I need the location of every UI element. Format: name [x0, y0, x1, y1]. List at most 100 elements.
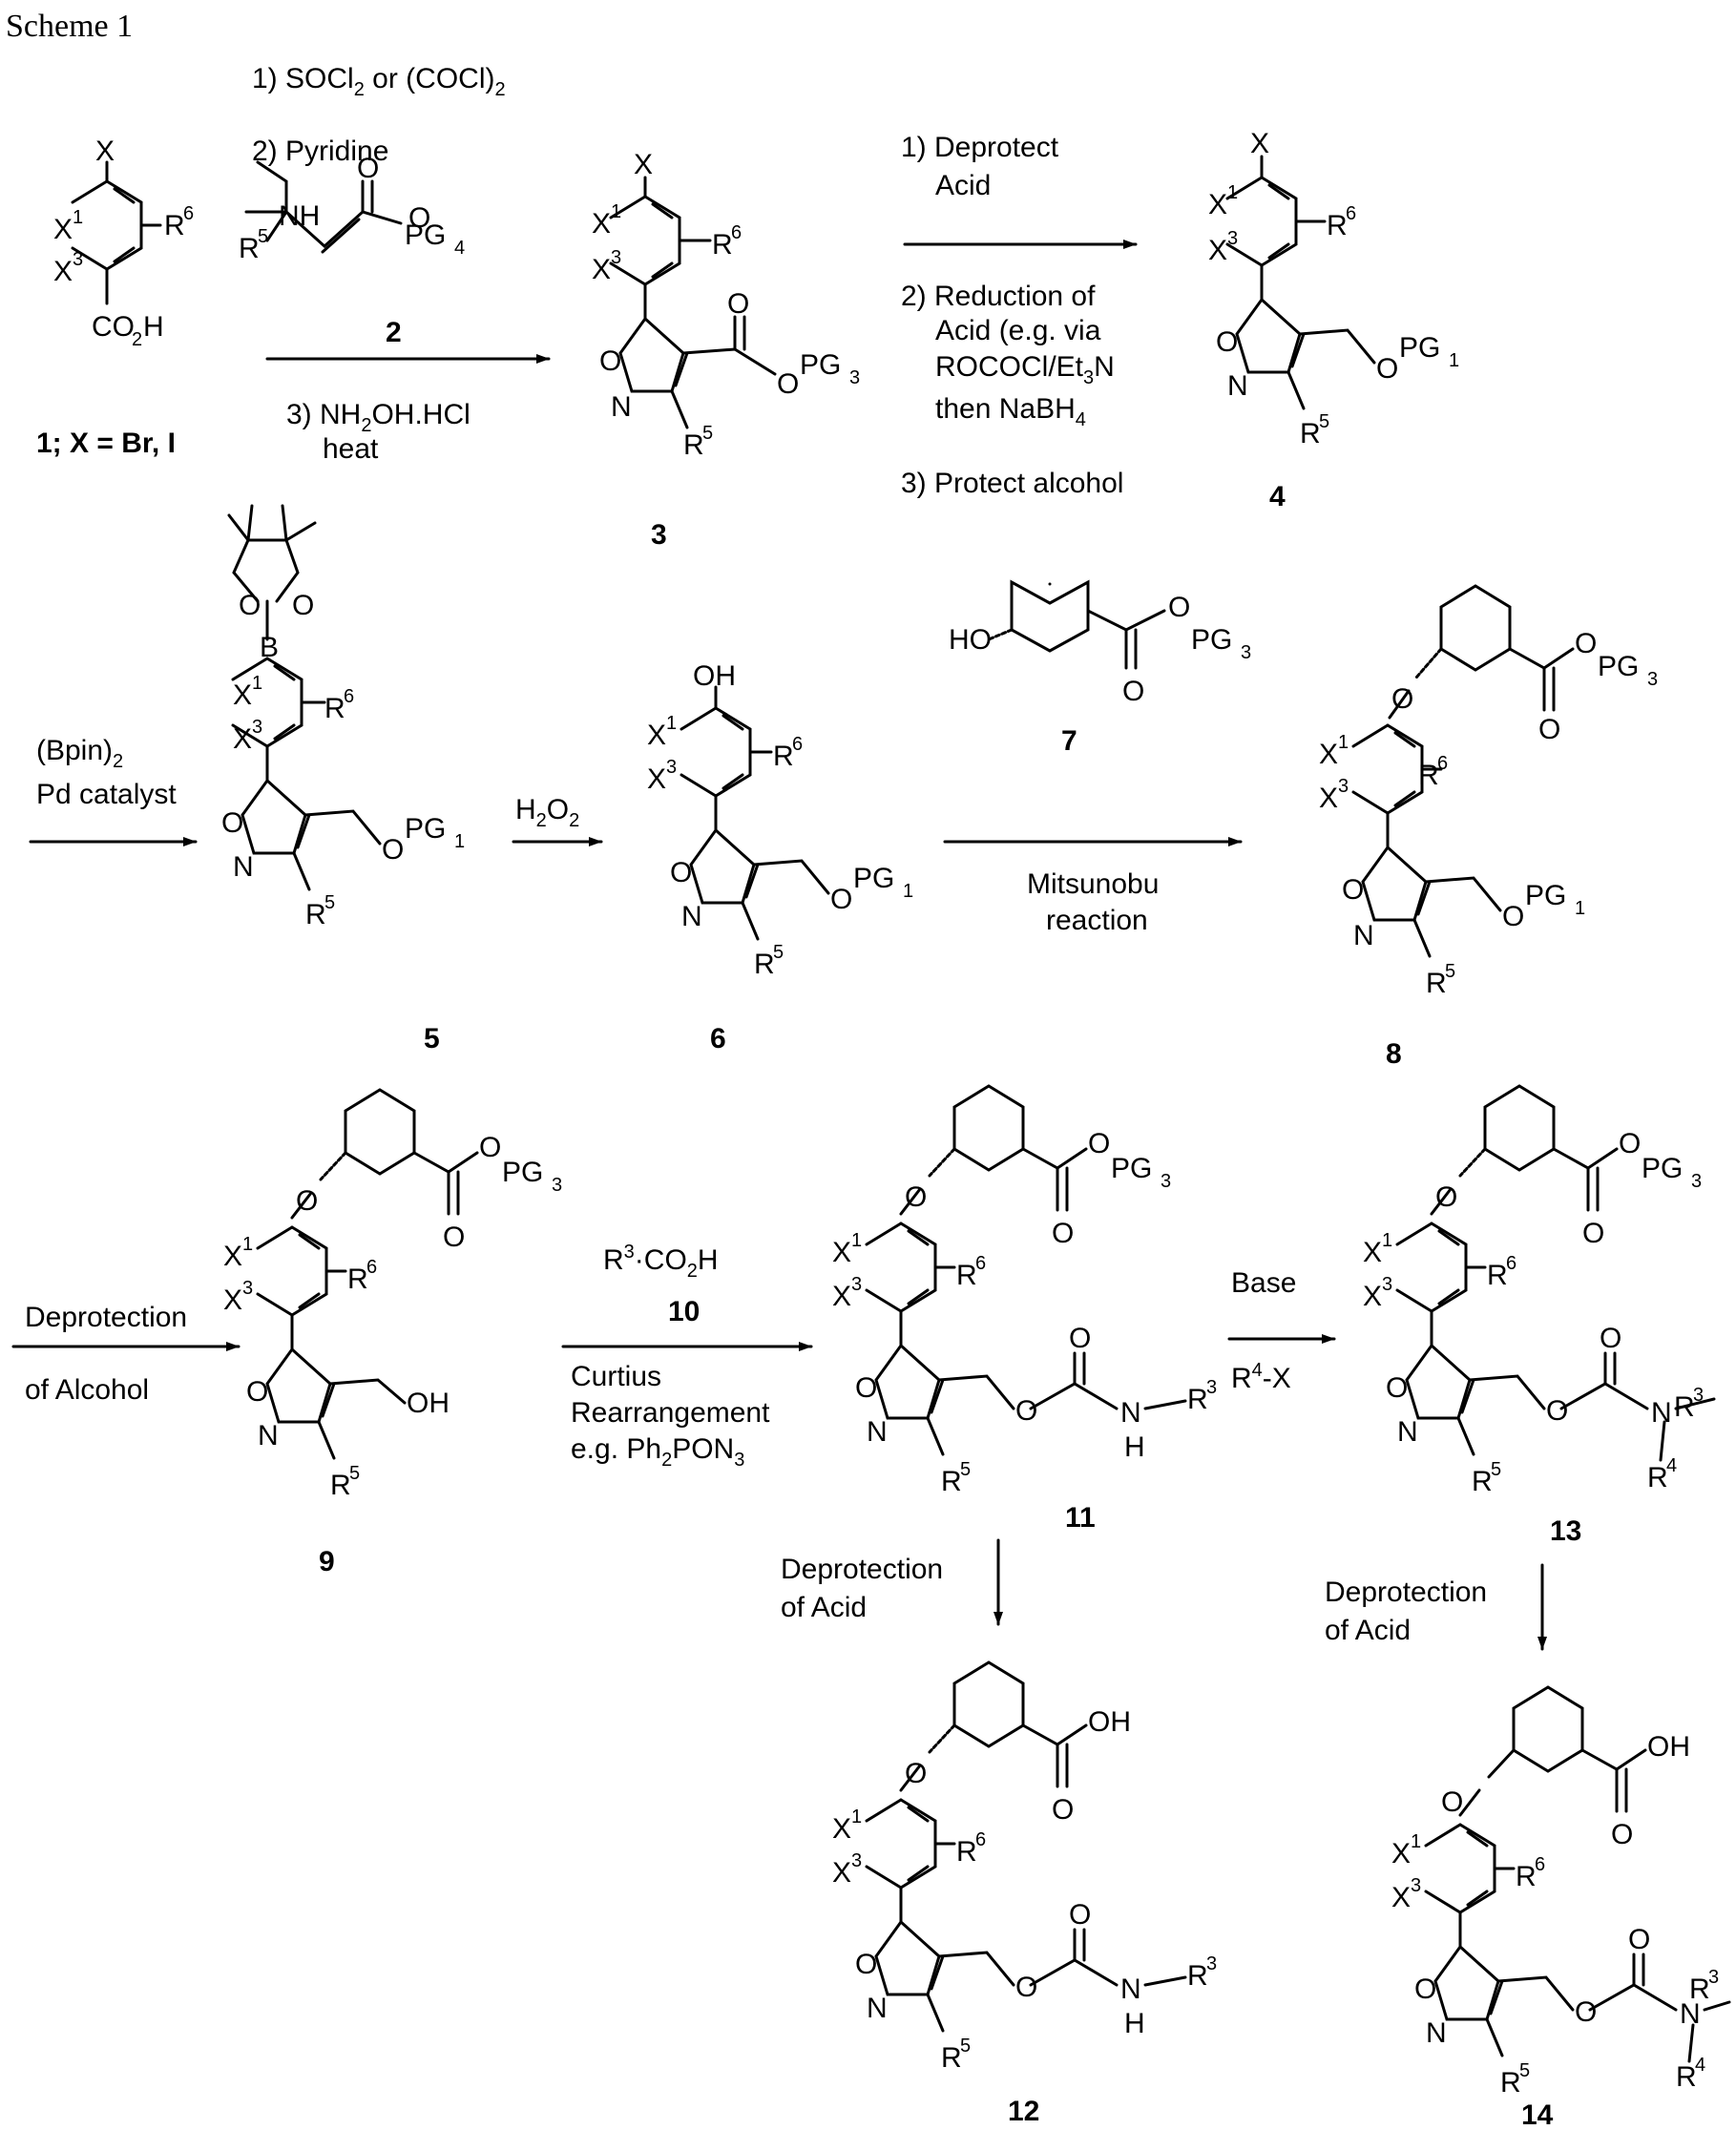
- svg-text:PG: PG: [1191, 624, 1232, 656]
- reagents-step-2: 1) Deprotect Acid 2) Reduction of Acid (…: [901, 132, 1123, 499]
- svg-text:R: R: [1327, 210, 1348, 241]
- reagents-step-4: H2O2: [515, 794, 579, 831]
- compound-4-atoms: X X 1 X 3 R 6 O N O PG 1 R 5: [1208, 128, 1459, 449]
- svg-text:H: H: [1124, 2008, 1145, 2039]
- svg-text:R: R: [941, 2042, 962, 2074]
- svg-text:1: 1: [1227, 182, 1238, 203]
- svg-text:X: X: [1391, 1838, 1411, 1869]
- svg-text:OH: OH: [407, 1388, 450, 1419]
- svg-text:N: N: [867, 1993, 888, 2024]
- svg-text:OH: OH: [1647, 1731, 1690, 1763]
- svg-text:6: 6: [344, 686, 354, 707]
- svg-text:H: H: [1124, 1431, 1145, 1463]
- svg-text:O: O: [1391, 683, 1413, 715]
- compound-6-label: 6: [710, 1023, 726, 1055]
- svg-text:O: O: [855, 1949, 877, 1980]
- svg-text:X: X: [1363, 1237, 1382, 1268]
- svg-text:3) NH2OH.HCl: 3) NH2OH.HCl: [286, 399, 471, 436]
- svg-text:O: O: [357, 153, 379, 184]
- svg-text:3: 3: [1382, 1274, 1392, 1295]
- svg-text:X: X: [1250, 128, 1269, 159]
- compound-3-label: 3: [651, 519, 667, 551]
- svg-text:O: O: [1435, 1181, 1457, 1213]
- svg-text:O: O: [670, 857, 692, 888]
- svg-text:heat: heat: [323, 433, 379, 465]
- compound-6-atoms: OH X 1 X 3 R 6 O N O PG 1 R 5: [647, 660, 913, 980]
- svg-text:3: 3: [1338, 776, 1349, 797]
- svg-text:O: O: [479, 1132, 501, 1163]
- compound-13-label: 13: [1550, 1515, 1581, 1547]
- svg-text:PG: PG: [1399, 332, 1440, 364]
- svg-text:O: O: [1069, 1323, 1091, 1354]
- svg-text:e.g. Ph2PON3: e.g. Ph2PON3: [571, 1433, 744, 1471]
- svg-text:X: X: [1319, 739, 1338, 770]
- svg-text:1: 1: [851, 1230, 862, 1251]
- svg-text:2) Reduction of: 2) Reduction of: [901, 281, 1096, 312]
- svg-text:R: R: [1426, 968, 1447, 999]
- compound-4-label: 4: [1269, 481, 1286, 512]
- svg-text:O: O: [1168, 592, 1190, 623]
- svg-text:O: O: [1575, 628, 1597, 659]
- svg-text:N: N: [258, 1420, 279, 1451]
- compound-7-atoms: HO O O PG 3: [949, 592, 1251, 707]
- svg-text:X: X: [1208, 235, 1227, 266]
- svg-text:PG: PG: [1642, 1153, 1683, 1184]
- svg-text:1: 1: [73, 207, 83, 228]
- svg-text:Deprotection: Deprotection: [1325, 1577, 1487, 1608]
- compound-8-atoms: O O PG 3 O X 1 X 3 R 6 O N O PG 1 R 5: [1319, 628, 1658, 999]
- svg-text:3: 3: [1241, 642, 1251, 663]
- svg-text:R: R: [1647, 1462, 1668, 1493]
- svg-text:R: R: [1674, 1391, 1695, 1423]
- compound-10-label: 10: [668, 1296, 700, 1327]
- compound-8-label: 8: [1386, 1038, 1402, 1070]
- svg-text:N: N: [1353, 920, 1374, 951]
- compound-5-label: 5: [424, 1023, 440, 1055]
- svg-text:N: N: [1397, 1416, 1418, 1448]
- compound-2-atoms: NH O PG 4 O R 5: [239, 153, 465, 264]
- svg-text:O: O: [1052, 1794, 1074, 1826]
- svg-text:O: O: [1342, 874, 1364, 906]
- svg-text:X: X: [832, 1813, 851, 1845]
- reagents-step-8: Base R4-X: [1231, 1267, 1296, 1394]
- svg-text:PG: PG: [1598, 651, 1639, 682]
- svg-text:R: R: [305, 899, 326, 930]
- compound-3-structure: [611, 178, 775, 428]
- svg-text:O: O: [1582, 1218, 1604, 1249]
- compound-12-label: 12: [1008, 2096, 1039, 2127]
- compound-2-label: 2: [386, 317, 402, 348]
- svg-text:Mitsunobu: Mitsunobu: [1027, 868, 1159, 900]
- svg-text:O: O: [296, 1185, 318, 1217]
- svg-text:O: O: [905, 1758, 927, 1789]
- svg-text:5: 5: [702, 423, 713, 444]
- svg-text:R: R: [956, 1260, 977, 1291]
- svg-text:O: O: [1575, 1996, 1597, 2028]
- reagents-step-9: Deprotection of Acid: [781, 1554, 943, 1623]
- reagents-step-5: Mitsunobu reaction: [1027, 868, 1159, 936]
- reagents-step-10: Deprotection of Acid: [1325, 1577, 1487, 1646]
- svg-text:Acid (e.g. via: Acid (e.g. via: [935, 315, 1101, 346]
- reagents-step-6: Deprotection of Alcohol: [25, 1302, 187, 1406]
- svg-text:O: O: [1538, 714, 1560, 745]
- svg-text:N: N: [1651, 1397, 1672, 1429]
- svg-text:1: 1: [851, 1806, 862, 1827]
- svg-text:O: O: [246, 1376, 268, 1408]
- svg-text:R: R: [164, 210, 185, 241]
- svg-text:O: O: [1216, 326, 1238, 358]
- svg-text:X: X: [53, 256, 73, 287]
- svg-text:2: 2: [132, 329, 142, 350]
- svg-text:5: 5: [960, 1459, 971, 1480]
- compound-1-label: 1; X = Br, I: [36, 428, 176, 459]
- compound-14-atoms: O OH O X 1 X 3 R 6 O N O O N R 4 R 3 R 5: [1391, 1731, 1719, 2099]
- compound-4-structure: [1227, 157, 1374, 408]
- svg-text:O: O: [443, 1222, 465, 1253]
- compound-7-label: 7: [1061, 725, 1077, 757]
- svg-text:R: R: [239, 233, 260, 264]
- svg-text:Base: Base: [1231, 1267, 1296, 1299]
- svg-text:reaction: reaction: [1046, 905, 1148, 936]
- svg-text:1: 1: [1575, 898, 1585, 919]
- svg-text:6: 6: [975, 1253, 986, 1274]
- svg-text:X: X: [634, 149, 653, 180]
- svg-text:O: O: [905, 1181, 927, 1213]
- svg-text:R: R: [712, 229, 733, 261]
